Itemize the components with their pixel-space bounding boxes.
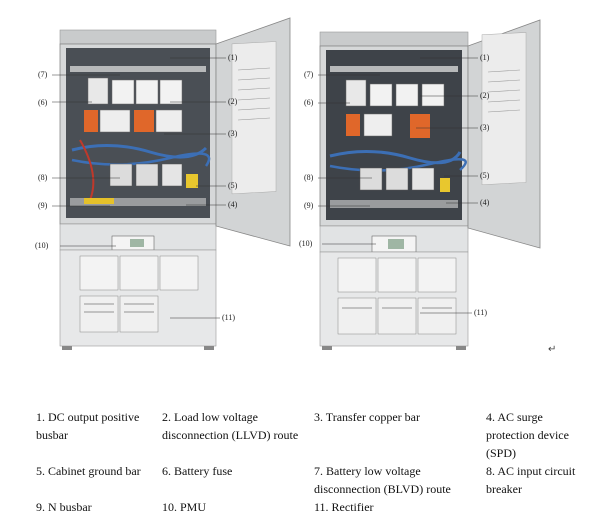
callout-left-5: (5) (228, 181, 238, 190)
callout-right-7: (7) (304, 70, 314, 79)
legend-item: 1. DC output positive busbar (36, 410, 140, 442)
legend-item: 2. Load low voltage disconnection (LLVD)… (162, 410, 299, 442)
callout-right-5: (5) (480, 171, 490, 180)
cabinet-figure: (7) (6) (8) (9) (10) (1) (2) (3) (5) (4)… (35, 17, 541, 350)
legend-item: 10. PMU (162, 500, 207, 514)
legend-item: 5. Cabinet ground bar (36, 464, 141, 478)
callout-right-3: (3) (480, 123, 490, 132)
callout-left-1: (1) (228, 53, 238, 62)
right-cabinet (319, 19, 541, 350)
callout-left-9: (9) (38, 201, 48, 210)
callout-right-1: (1) (480, 53, 490, 62)
legend-item: 9. N busbar (36, 500, 92, 514)
callout-right-10: (10) (299, 239, 313, 248)
component-legend: 1. DC output positive busbar 2. Load low… (36, 408, 596, 516)
callout-right-2: (2) (480, 91, 490, 100)
legend-item: 3. Transfer copper bar (314, 410, 420, 424)
callout-left-3: (3) (228, 129, 238, 138)
legend-grid: 1. DC output positive busbar 2. Load low… (36, 408, 596, 516)
callout-right-6: (6) (304, 98, 314, 107)
callout-right-9: (9) (304, 201, 314, 210)
legend-item: 7. Battery low voltage disconnection (BL… (314, 464, 451, 496)
callout-left-11: (11) (222, 313, 235, 322)
return-mark: ↵ (548, 344, 557, 355)
callout-left-8: (8) (38, 173, 48, 182)
callout-left-7: (7) (38, 70, 48, 79)
legend-item: 6. Battery fuse (162, 464, 233, 478)
callout-left-6: (6) (38, 98, 48, 107)
legend-item: 11. Rectifier (314, 500, 374, 514)
callout-lines (52, 57, 478, 319)
callout-left-4: (4) (228, 200, 238, 209)
left-cabinet (59, 17, 291, 350)
callout-right-8: (8) (304, 173, 314, 182)
callout-right-4: (4) (480, 198, 490, 207)
legend-item: 4. AC surge protection device (SPD) (486, 410, 569, 460)
callout-right-11: (11) (474, 308, 487, 317)
callout-left-2: (2) (228, 97, 238, 106)
legend-item (486, 498, 596, 516)
legend-item: 8. AC input circuit breaker (486, 464, 576, 496)
callout-left-10: (10) (35, 241, 49, 250)
